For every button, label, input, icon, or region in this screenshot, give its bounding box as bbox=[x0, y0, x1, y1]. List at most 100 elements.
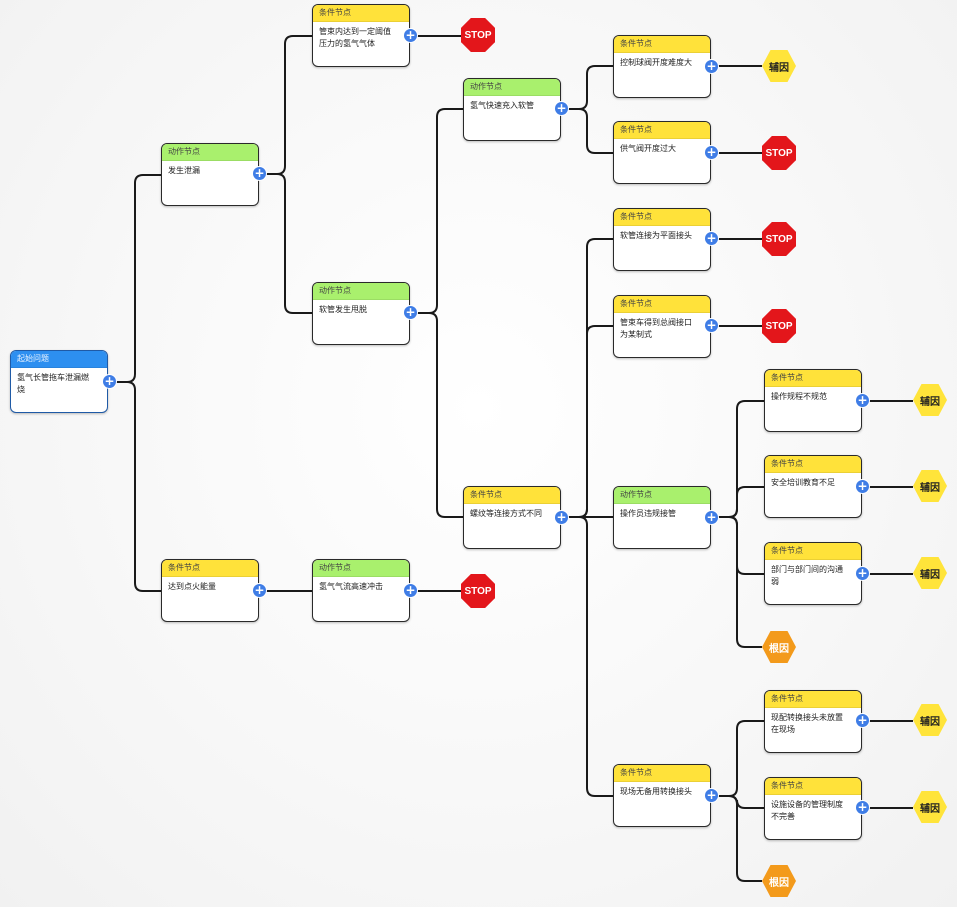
connector-line bbox=[260, 173, 312, 314]
expand-plus-icon[interactable]: + bbox=[404, 28, 417, 42]
node-header: 条件节点 bbox=[614, 765, 710, 782]
node-header: 条件节点 bbox=[614, 122, 710, 139]
expand-plus-icon[interactable]: + bbox=[705, 318, 718, 332]
condition-node-equip-mgmt[interactable]: 条件节点 设施设备的管理制度不完善 bbox=[764, 777, 862, 840]
expand-plus-icon[interactable]: + bbox=[404, 305, 417, 319]
expand-plus-icon[interactable]: + bbox=[856, 800, 869, 814]
node-text: 氢气快速充入软管 bbox=[470, 101, 534, 110]
node-header: 起始问题 bbox=[11, 351, 107, 368]
expand-plus-icon[interactable]: + bbox=[705, 59, 718, 73]
connector-line bbox=[110, 174, 161, 383]
auxiliary-cause-label: 辅因 bbox=[920, 803, 940, 815]
condition-node-training[interactable]: 条件节点 安全培训教育不足 bbox=[764, 455, 862, 518]
action-node-leak[interactable]: 动作节点 发生泄漏 bbox=[161, 143, 259, 206]
auxiliary-cause-label: 辅因 bbox=[920, 569, 940, 581]
stop-octagon-icon[interactable]: STOP bbox=[762, 136, 796, 170]
node-header: 动作节点 bbox=[313, 283, 409, 300]
node-text: 发生泄漏 bbox=[168, 166, 200, 175]
connector-line bbox=[411, 108, 463, 314]
root-cause-label: 根因 bbox=[769, 877, 789, 889]
expand-plus-icon[interactable]: + bbox=[705, 788, 718, 802]
node-text: 软管连接为平面接头 bbox=[620, 231, 692, 240]
condition-node-thread-connection[interactable]: 条件节点 螺纹等连接方式不同 bbox=[463, 486, 561, 549]
node-header: 条件节点 bbox=[464, 487, 560, 504]
expand-plus-icon[interactable]: + bbox=[404, 583, 417, 597]
condition-node-dept-comm[interactable]: 条件节点 部门与部门间的沟通弱 bbox=[764, 542, 862, 605]
auxiliary-cause-hexagon-icon[interactable]: 辅因 bbox=[913, 469, 947, 503]
auxiliary-cause-label: 辅因 bbox=[769, 62, 789, 74]
node-text: 管束车得到总阀接口为某制式 bbox=[620, 318, 692, 339]
root-cause-hexagon-icon[interactable]: 根因 bbox=[762, 864, 796, 898]
auxiliary-cause-hexagon-icon[interactable]: 辅因 bbox=[913, 703, 947, 737]
condition-node-flat-joint[interactable]: 条件节点 软管连接为平面接头 bbox=[613, 208, 711, 271]
condition-node-valve-hard[interactable]: 条件节点 控制球阀开度难度大 bbox=[613, 35, 711, 98]
node-text: 设施设备的管理制度不完善 bbox=[771, 800, 843, 821]
root-cause-label: 根因 bbox=[769, 643, 789, 655]
connector-line bbox=[712, 516, 762, 648]
connector-line bbox=[110, 381, 161, 592]
action-node-operator[interactable]: 动作节点 操作员违规接管 bbox=[613, 486, 711, 549]
node-text: 部门与部门间的沟通弱 bbox=[771, 565, 843, 586]
root-cause-hexagon-icon[interactable]: 根因 bbox=[762, 630, 796, 664]
condition-node-no-adapter[interactable]: 条件节点 现场无备用转换接头 bbox=[613, 764, 711, 827]
connector-line bbox=[712, 486, 764, 518]
condition-node-adapter-placed[interactable]: 条件节点 现配转换接头未放置在现场 bbox=[764, 690, 862, 753]
auxiliary-cause-hexagon-icon[interactable]: 辅因 bbox=[913, 556, 947, 590]
stop-octagon-icon[interactable]: STOP bbox=[461, 18, 495, 52]
node-header: 条件节点 bbox=[765, 370, 861, 387]
node-header: 动作节点 bbox=[313, 560, 409, 577]
connector-line bbox=[712, 720, 764, 797]
node-header: 条件节点 bbox=[765, 456, 861, 473]
condition-node-ignition[interactable]: 条件节点 达到点火能量 bbox=[161, 559, 259, 622]
connector-line bbox=[411, 312, 463, 518]
node-text: 氢气长管拖车泄漏燃烧 bbox=[17, 373, 89, 394]
action-node-hose-whip[interactable]: 动作节点 软管发生甩脱 bbox=[312, 282, 410, 345]
auxiliary-cause-label: 辅因 bbox=[920, 482, 940, 494]
node-text: 氢气气流高速冲击 bbox=[319, 582, 383, 591]
expand-plus-icon[interactable]: + bbox=[705, 510, 718, 524]
node-text: 安全培训教育不足 bbox=[771, 478, 835, 487]
stop-label: STOP bbox=[765, 233, 793, 245]
expand-plus-icon[interactable]: + bbox=[856, 566, 869, 580]
expand-plus-icon[interactable]: + bbox=[253, 583, 266, 597]
auxiliary-cause-label: 辅因 bbox=[920, 396, 940, 408]
expand-plus-icon[interactable]: + bbox=[856, 393, 869, 407]
expand-plus-icon[interactable]: + bbox=[555, 510, 568, 524]
node-text: 螺纹等连接方式不同 bbox=[470, 509, 542, 518]
node-header: 条件节点 bbox=[765, 691, 861, 708]
auxiliary-cause-hexagon-icon[interactable]: 辅因 bbox=[913, 790, 947, 824]
condition-node-tube-port[interactable]: 条件节点 管束车得到总阀接口为某制式 bbox=[613, 295, 711, 358]
node-text: 操作员违规接管 bbox=[620, 509, 676, 518]
expand-plus-icon[interactable]: + bbox=[705, 231, 718, 245]
stop-octagon-icon[interactable]: STOP bbox=[461, 574, 495, 608]
condition-node-procedure[interactable]: 条件节点 操作规程不规范 bbox=[764, 369, 862, 432]
node-header: 条件节点 bbox=[614, 209, 710, 226]
node-header: 条件节点 bbox=[162, 560, 258, 577]
connector-line bbox=[562, 325, 613, 518]
node-text: 供气阀开度过大 bbox=[620, 144, 676, 153]
node-header: 条件节点 bbox=[614, 36, 710, 53]
start-node[interactable]: 起始问题 氢气长管拖车泄漏燃烧 bbox=[10, 350, 108, 413]
node-text: 达到点火能量 bbox=[168, 582, 216, 591]
auxiliary-cause-hexagon-icon[interactable]: 辅因 bbox=[913, 383, 947, 417]
connector-line bbox=[562, 65, 613, 110]
connector-line bbox=[712, 795, 762, 882]
action-node-fast-fill[interactable]: 动作节点 氢气快速充入软管 bbox=[463, 78, 561, 141]
expand-plus-icon[interactable]: + bbox=[705, 145, 718, 159]
node-text: 控制球阀开度难度大 bbox=[620, 58, 692, 67]
stop-octagon-icon[interactable]: STOP bbox=[762, 222, 796, 256]
stop-octagon-icon[interactable]: STOP bbox=[762, 309, 796, 343]
condition-node-valve-large[interactable]: 条件节点 供气阀开度过大 bbox=[613, 121, 711, 184]
node-text: 软管发生甩脱 bbox=[319, 305, 367, 314]
expand-plus-icon[interactable]: + bbox=[103, 374, 116, 388]
expand-plus-icon[interactable]: + bbox=[253, 166, 266, 180]
stop-label: STOP bbox=[765, 320, 793, 332]
auxiliary-cause-hexagon-icon[interactable]: 辅因 bbox=[762, 49, 796, 83]
condition-node-pressure[interactable]: 条件节点 管束内达到一定阈值压力的氢气气体 bbox=[312, 4, 410, 67]
action-node-jet[interactable]: 动作节点 氢气气流高速冲击 bbox=[312, 559, 410, 622]
expand-plus-icon[interactable]: + bbox=[856, 479, 869, 493]
expand-plus-icon[interactable]: + bbox=[555, 101, 568, 115]
expand-plus-icon[interactable]: + bbox=[856, 713, 869, 727]
node-header: 条件节点 bbox=[765, 778, 861, 795]
